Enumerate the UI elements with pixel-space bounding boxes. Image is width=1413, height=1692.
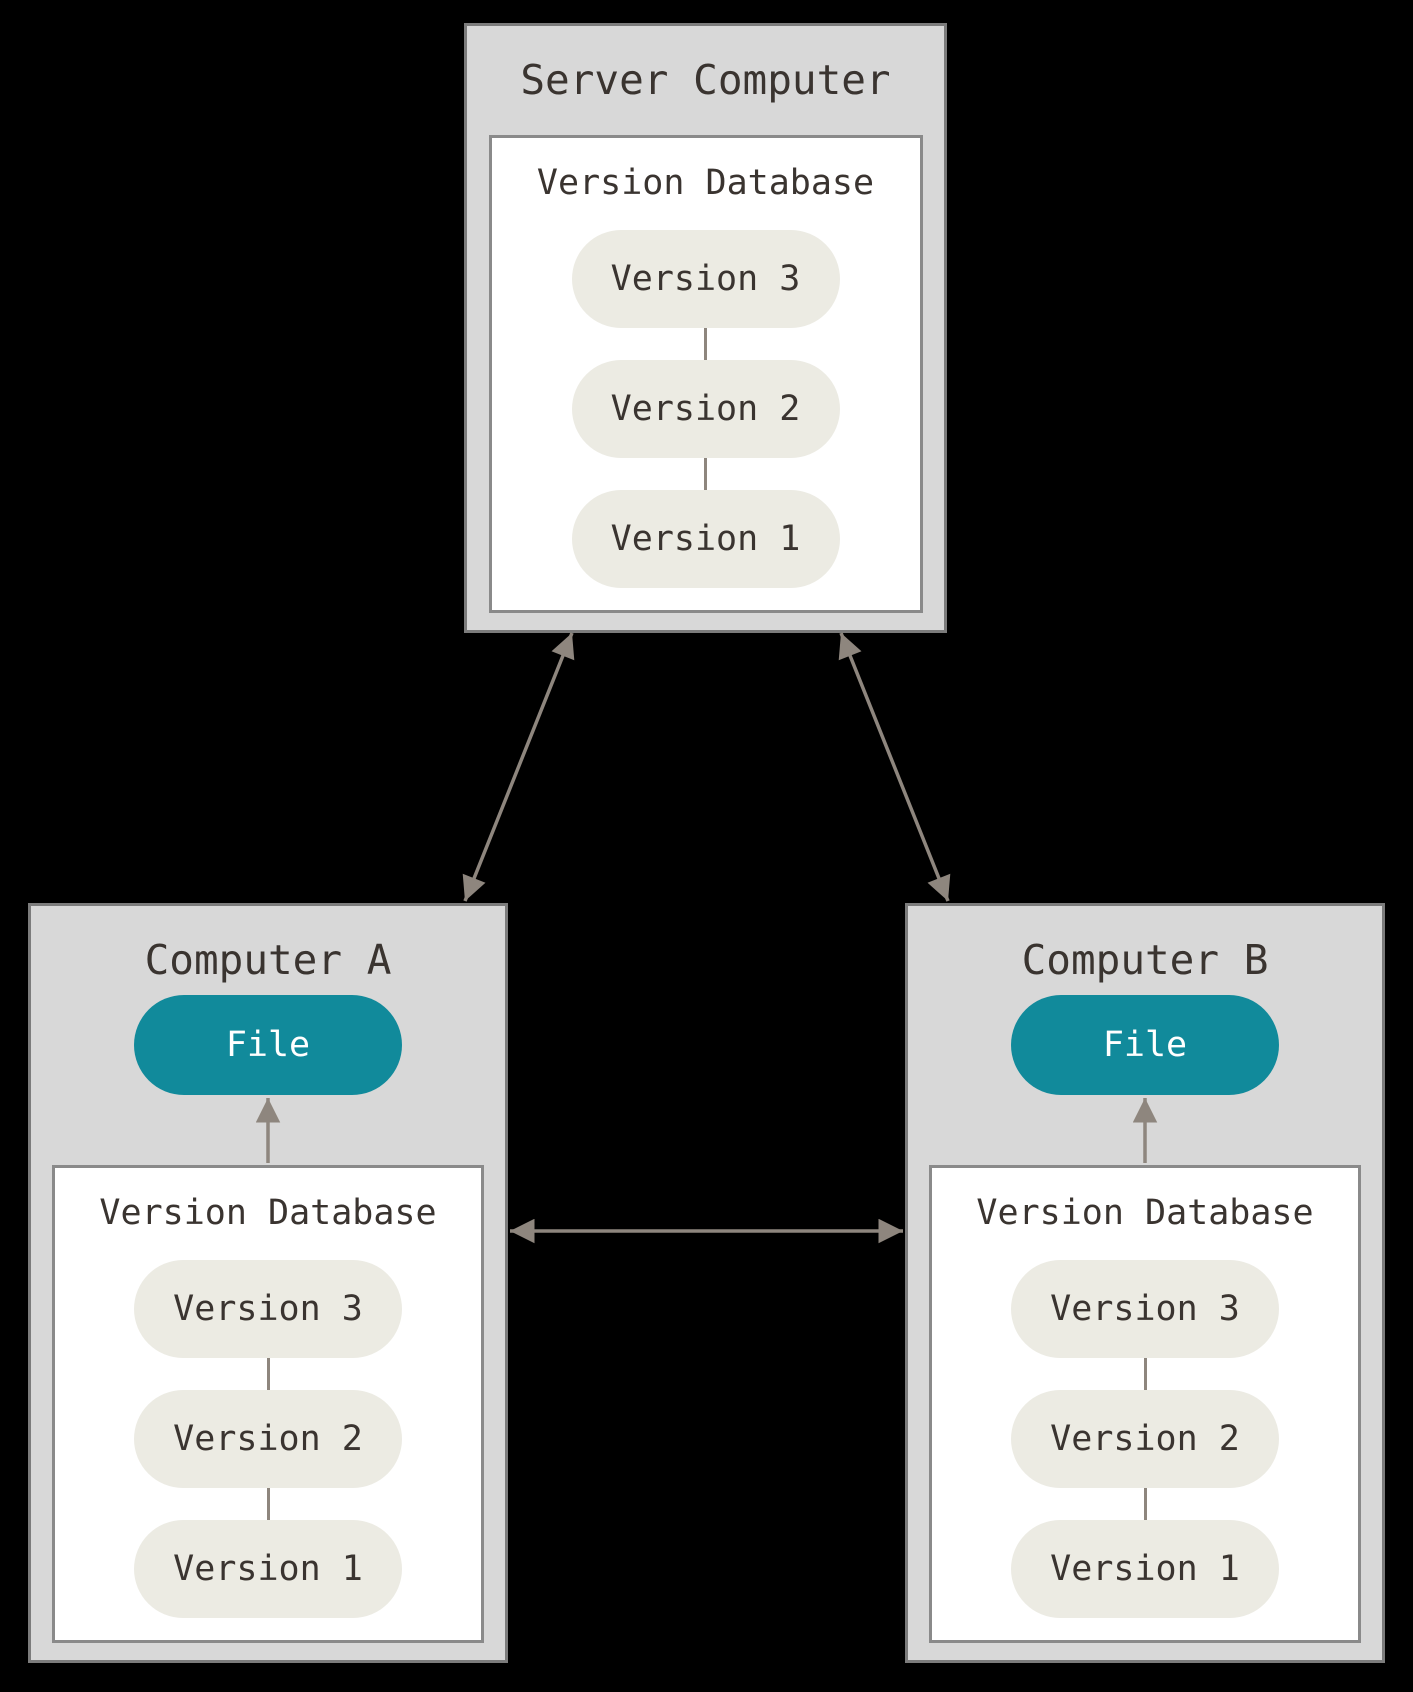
server-version-2-pill: Version 2: [571, 360, 840, 458]
computer-b-version-database-box: Version Database Version 3 Version 2 Ver…: [929, 1165, 1361, 1643]
computer-a-version-database-box: Version Database Version 3 Version 2 Ver…: [52, 1165, 484, 1643]
computer-b-version-connector-line: [1143, 1488, 1147, 1520]
computer-b-version-1-pill: Version 1: [1011, 1520, 1279, 1618]
sync-arrow-server-computer-a: [462, 632, 575, 902]
computer-a-version-2-pill: Version 2: [134, 1390, 402, 1488]
computer-a-card: Computer A File Version Database Version…: [28, 903, 508, 1663]
computer-b-title: Computer B: [1021, 936, 1269, 984]
computer-a-version-database-title: Version Database: [99, 1193, 437, 1233]
server-version-1-pill: Version 1: [571, 490, 840, 588]
server-version-database-box: Version Database Version 3 Version 2 Ver…: [488, 135, 923, 613]
computer-a-version-1-pill: Version 1: [134, 1520, 402, 1618]
computer-a-version-3-pill: Version 3: [134, 1260, 402, 1358]
computer-a-version-connector-line: [266, 1358, 270, 1390]
sync-arrow-server-computer-b: [838, 632, 951, 902]
server-version-database-title: Version Database: [536, 163, 875, 203]
computer-b-file-pill: File: [1011, 995, 1279, 1095]
computer-a-file-pill: File: [134, 995, 402, 1095]
computer-a-title: Computer A: [144, 936, 392, 984]
server-version-3-pill: Version 3: [571, 230, 840, 328]
computer-b-version-database-title: Version Database: [976, 1193, 1314, 1233]
server-version-connector-line: [704, 458, 707, 490]
computer-b-version-connector-line: [1143, 1358, 1147, 1390]
server-computer-card: Server Computer Version Database Version…: [464, 23, 947, 633]
computer-b-version-2-pill: Version 2: [1011, 1390, 1279, 1488]
server-version-connector-line: [704, 328, 707, 360]
computer-b-card: Computer B File Version Database Version…: [905, 903, 1385, 1663]
server-computer-title: Server Computer: [520, 56, 891, 104]
computer-a-version-connector-line: [266, 1488, 270, 1520]
computer-b-version-3-pill: Version 3: [1011, 1260, 1279, 1358]
